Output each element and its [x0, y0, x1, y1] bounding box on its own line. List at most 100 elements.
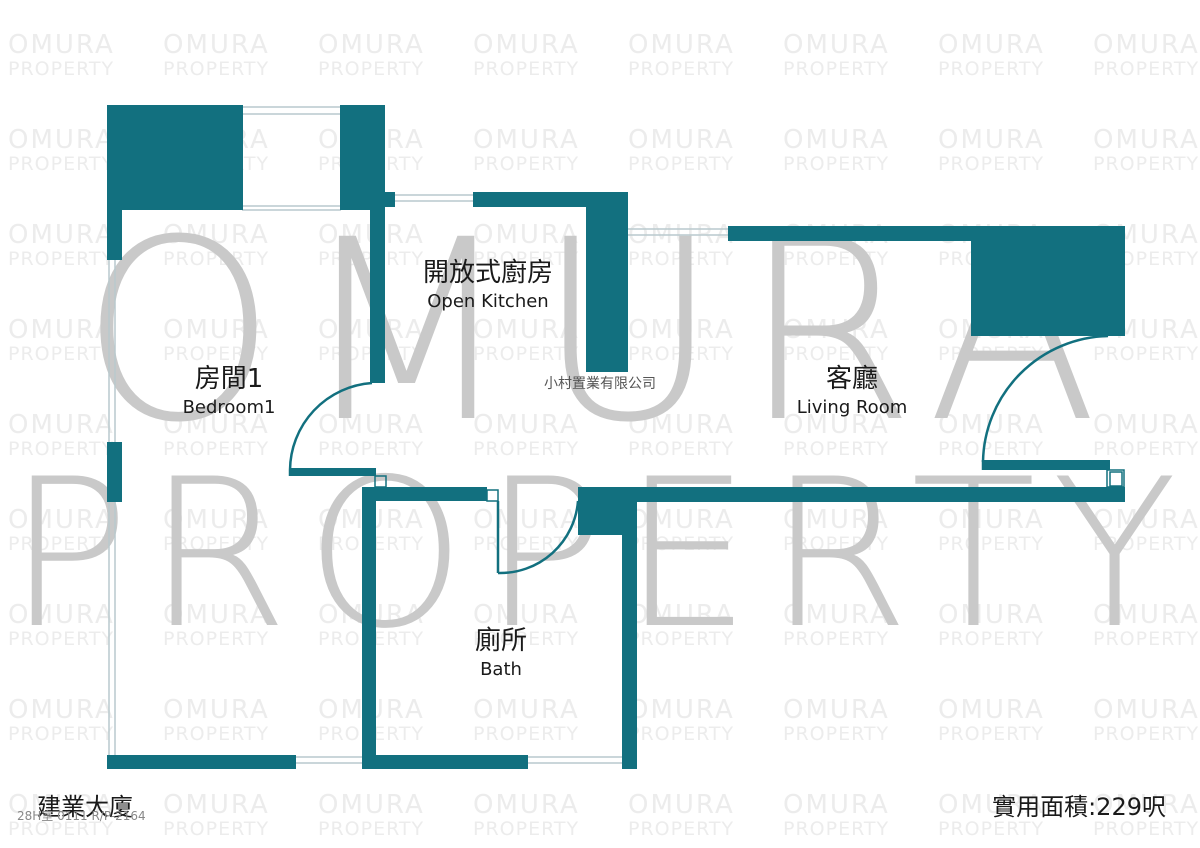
wall-bath-right — [622, 487, 637, 769]
watermark-tile-line2: PROPERTY — [1093, 343, 1199, 365]
watermark-tile-line2: PROPERTY — [473, 153, 579, 175]
watermark-tile-line1: OMURA — [938, 600, 1045, 630]
watermark-tile-line1: OMURA — [8, 30, 115, 60]
watermark-tile-line1: OMURA — [473, 30, 580, 60]
watermark-tile-line2: PROPERTY — [473, 438, 579, 460]
watermark-tile-line1: OMURA — [473, 695, 580, 725]
watermark-tile-line2: PROPERTY — [783, 58, 889, 80]
wall-bath-bottom-right — [622, 755, 637, 769]
bath-en: Bath — [480, 659, 522, 680]
watermark-tile-line1: OMURA — [938, 695, 1045, 725]
watermark-tile-line2: PROPERTY — [163, 438, 269, 460]
watermark-tile-line1: OMURA — [783, 410, 890, 440]
room-bath-label: 廁所 Bath — [475, 626, 527, 680]
wall-living-block — [971, 226, 1125, 336]
watermark-tile-line2: PROPERTY — [163, 533, 269, 555]
watermark-tile-line2: PROPERTY — [318, 438, 424, 460]
watermark-tile-line1: OMURA — [8, 410, 115, 440]
door-bath — [496, 500, 580, 575]
watermark-tile-line1: OMURA — [783, 315, 890, 345]
watermark-tile-line2: PROPERTY — [318, 58, 424, 80]
watermark-tile-line2: PROPERTY — [8, 533, 114, 555]
watermark-tile-line2: PROPERTY — [473, 58, 579, 80]
watermark-tile-line2: PROPERTY — [628, 438, 734, 460]
watermark-tile-line1: OMURA — [783, 505, 890, 535]
door-living — [981, 334, 1109, 470]
watermark-tile-line2: PROPERTY — [628, 248, 734, 270]
watermark-tile-line1: OMURA — [628, 410, 735, 440]
watermark-tile-line1: OMURA — [1093, 410, 1200, 440]
wall-living-right-stub — [1108, 226, 1125, 336]
watermark-tile-line1: OMURA — [938, 410, 1045, 440]
watermark-tile-line2: PROPERTY — [938, 153, 1044, 175]
watermark-tile-line1: OMURA — [473, 125, 580, 155]
watermark-tile-line1: OMURA — [1093, 125, 1200, 155]
watermark-tile-line1: OMURA — [1093, 600, 1200, 630]
watermark-tile-line1: OMURA — [783, 30, 890, 60]
room-kitchen-label: 開放式廚房 Open Kitchen — [423, 258, 553, 312]
watermark-tile-line2: PROPERTY — [783, 723, 889, 745]
watermark-tile-line1: OMURA — [783, 125, 890, 155]
watermark-tile-line2: PROPERTY — [628, 343, 734, 365]
window-living-top — [628, 228, 728, 236]
door-bedroom — [288, 381, 373, 476]
watermark-tile-line2: PROPERTY — [628, 723, 734, 745]
watermark-tile-line1: OMURA — [163, 695, 270, 725]
watermark-tile-line1: OMURA — [8, 695, 115, 725]
watermark-tile-line1: OMURA — [628, 695, 735, 725]
wall-bottom-mid — [362, 755, 528, 769]
room-bedroom-label: 房間1 Bedroom1 — [183, 364, 276, 418]
door-jambs — [374, 469, 1125, 502]
watermark-tile-line2: PROPERTY — [628, 58, 734, 80]
watermark-tile-line1: OMURA — [938, 505, 1045, 535]
window-bedroom-top — [242, 106, 341, 211]
watermark-tile-line2: PROPERTY — [783, 248, 889, 270]
watermark-tile-line1: OMURA — [318, 790, 425, 820]
wall-bottom-left — [107, 755, 296, 769]
watermark-tile-line2: PROPERTY — [8, 343, 114, 365]
watermark-tile-line2: PROPERTY — [938, 628, 1044, 650]
watermark-tile-line2: PROPERTY — [473, 628, 579, 650]
watermark-tile-line1: OMURA — [8, 315, 115, 345]
watermark-line2: PROPERTY — [7, 436, 1194, 674]
watermark-tile-line2: PROPERTY — [163, 343, 269, 365]
watermark-tile-line1: OMURA — [8, 125, 115, 155]
watermark-tile-line2: PROPERTY — [628, 533, 734, 555]
wall-bath-top-left — [362, 487, 487, 501]
wall-bedroom-left-mid — [107, 442, 122, 502]
watermark-tile-line2: PROPERTY — [8, 818, 114, 840]
watermark-tile-line1: OMURA — [628, 790, 735, 820]
watermark-tile-line2: PROPERTY — [783, 438, 889, 460]
company-name: 小村置業有限公司 — [544, 376, 656, 392]
watermark-tile-line2: PROPERTY — [938, 58, 1044, 80]
watermark-tile-line1: OMURA — [473, 315, 580, 345]
watermark-tile-line1: OMURA — [938, 125, 1045, 155]
watermark-tile-line2: PROPERTY — [628, 818, 734, 840]
watermark-tile-line1: OMURA — [473, 600, 580, 630]
watermark-tile-line1: OMURA — [8, 505, 115, 535]
watermark-tile-line1: OMURA — [938, 790, 1045, 820]
watermark-tile-line1: OMURA — [783, 600, 890, 630]
watermark-tile-line1: OMURA — [1093, 30, 1200, 60]
doors — [288, 334, 1109, 575]
watermark-tile-line2: PROPERTY — [163, 818, 269, 840]
watermark-tile-line2: PROPERTY — [473, 818, 579, 840]
window-bedroom-left-upper — [108, 260, 116, 442]
wall-bedroom-kitchen-divider — [370, 185, 385, 383]
watermark-tile-line2: PROPERTY — [8, 153, 114, 175]
watermark-tile-line2: PROPERTY — [8, 58, 114, 80]
watermark-tile-line1: OMURA — [318, 410, 425, 440]
watermark-tile-line1: OMURA — [8, 220, 115, 250]
watermark-tile-line2: PROPERTY — [938, 343, 1044, 365]
watermark-tile-line2: PROPERTY — [1093, 438, 1199, 460]
watermark-tile-line2: PROPERTY — [1093, 533, 1199, 555]
watermark-tile-line1: OMURA — [8, 600, 115, 630]
bedroom-en: Bedroom1 — [183, 397, 276, 418]
watermark-tile-line2: PROPERTY — [1093, 723, 1199, 745]
room-living-label: 客廳 Living Room — [797, 364, 908, 418]
watermark-tile-line1: OMURA — [473, 220, 580, 250]
watermark-tile-line2: PROPERTY — [163, 723, 269, 745]
watermark-tile-line1: OMURA — [163, 790, 270, 820]
window-bedroom-left-lower — [108, 502, 116, 755]
wall-bedroom-block-left — [107, 105, 243, 210]
